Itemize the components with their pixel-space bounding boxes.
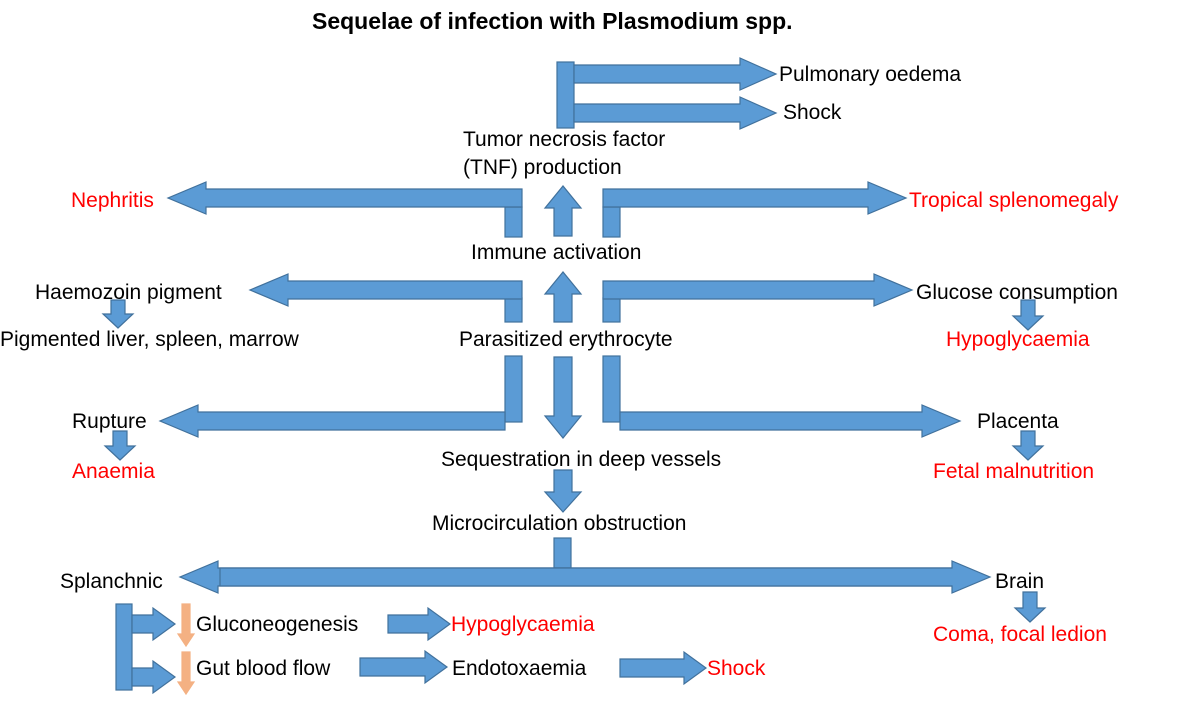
arrow-placenta-to-fetal-malnutrition (1011, 430, 1045, 461)
arrow-gut-to-endotoxaemia (359, 649, 449, 685)
arrow-endotoxaemia-to-shock (619, 650, 708, 686)
arrow-to-haemozoin (248, 273, 523, 307)
arrow-to-nephritis (166, 181, 523, 215)
arrow-haemozoin-to-pigmented (101, 299, 135, 329)
node-shock-bottom: Shock (707, 657, 766, 680)
node-pulmonary-oedema: Pulmonary oedema (779, 63, 962, 86)
rupture-branch-bar (504, 355, 523, 423)
arrow-to-pulmonary-oedema (573, 57, 778, 91)
arrow-erythrocyte-to-immune (543, 271, 583, 323)
node-fetal-malnutrition: Fetal malnutrition (933, 460, 1095, 483)
node-rupture: Rupture (72, 410, 147, 433)
arrow-to-glucose-consumption (602, 273, 914, 307)
node-hypoglycaemia-bottom: Hypoglycaemia (451, 613, 595, 636)
splanchnic-branch-bar (115, 603, 133, 691)
node-haemozoin-pigment: Haemozoin pigment (35, 281, 222, 304)
arrow-immune-to-tnf (543, 185, 583, 237)
node-endotoxaemia: Endotoxaemia (452, 657, 587, 680)
minor-arrow-gluconeogenesis (176, 603, 196, 648)
node-splanchnic: Splanchnic (60, 570, 163, 593)
node-hypoglycaemia-right: Hypoglycaemia (946, 328, 1090, 351)
node-placenta: Placenta (977, 410, 1059, 433)
node-shock-top: Shock (783, 101, 842, 124)
nephritis-branch-stub (504, 206, 523, 238)
node-tropical-splenomegaly: Tropical splenomegaly (909, 189, 1119, 212)
arrow-glucose-to-hypoglycaemia (1011, 299, 1045, 331)
splenomegaly-branch-stub (602, 206, 621, 238)
arrow-to-tropical-splenomegaly (602, 181, 908, 215)
node-glucose-consumption: Glucose consumption (916, 281, 1118, 304)
node-anaemia: Anaemia (72, 460, 155, 483)
diagram-title: Sequelae of infection with Plasmodium sp… (312, 8, 793, 34)
node-sequestration: Sequestration in deep vessels (441, 448, 722, 471)
node-nephritis: Nephritis (71, 189, 154, 212)
arrow-to-gut-blood-flow (131, 659, 177, 695)
microcirculation-stub (553, 537, 572, 569)
node-brain: Brain (995, 570, 1045, 593)
arrow-gluconeogenesis-to-hypoglycaemia (387, 606, 452, 642)
glucose-branch-stub (602, 297, 621, 323)
node-gluconeogenesis: Gluconeogenesis (196, 613, 359, 636)
node-gut-blood-flow: Gut blood flow (196, 657, 331, 680)
arrow-to-brain (219, 560, 992, 594)
minor-arrow-gut-blood-flow (176, 651, 196, 696)
arrow-to-placenta (619, 404, 962, 438)
arrow-brain-to-coma (1013, 591, 1047, 623)
node-parasitized-erythrocyte: Parasitized erythrocyte (459, 328, 673, 351)
node-tnf-line2: (TNF) production (463, 156, 622, 179)
arrow-to-shock-top (573, 96, 778, 130)
node-pigmented-organs: Pigmented liver, spleen, marrow (0, 328, 299, 351)
arrow-to-rupture (158, 404, 506, 438)
arrow-sequestration-to-microcirculation (543, 469, 583, 513)
arrow-rupture-to-anaemia (103, 430, 137, 461)
node-tnf-line1: Tumor necrosis factor (463, 128, 666, 151)
placenta-branch-bar (602, 355, 621, 423)
arrow-to-gluconeogenesis (131, 606, 177, 642)
node-immune-activation: Immune activation (471, 241, 642, 264)
tnf-branch-bar (556, 61, 575, 129)
node-microcirculation-obstruction: Microcirculation obstruction (432, 512, 687, 535)
haemozoin-branch-stub (504, 297, 523, 323)
node-coma: Coma, focal ledion (933, 623, 1107, 646)
arrow-erythrocyte-to-sequestration (543, 356, 583, 439)
